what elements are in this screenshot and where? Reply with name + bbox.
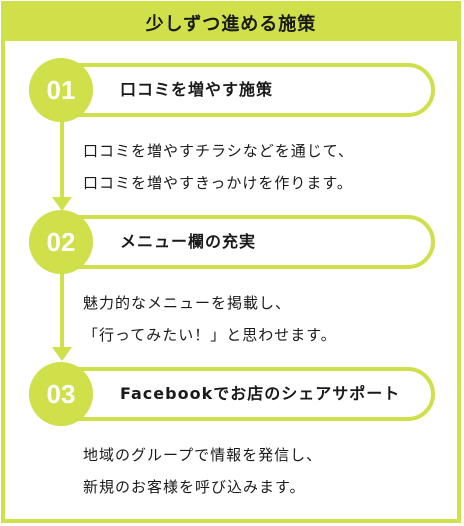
step-1-line-2: 口コミを増やすきっかけを作ります。: [83, 174, 353, 192]
step-1-description: 口コミを増やすチラシなどを通じて、 口コミを増やすきっかけを作ります。: [83, 135, 354, 199]
step-3-pill: [29, 367, 435, 421]
step-1-number: 01: [46, 74, 76, 105]
step-2-badge: 02: [29, 210, 93, 274]
step-3-badge: 03: [29, 362, 93, 426]
connector-line-2: [60, 273, 64, 353]
step-1-pill: [29, 63, 435, 117]
step-3-line-2: 新規のお客様を呼び込みます。: [83, 478, 306, 496]
step-3-title: Facebookでお店のシェアサポート: [120, 384, 401, 403]
step-2-description: 魅力的なメニューを掲載し、 「行ってみたい！」と思わせます。: [83, 287, 337, 351]
connector-line-1: [60, 121, 64, 203]
step-2-pill: [29, 215, 435, 269]
step-3-number: 03: [46, 378, 76, 409]
panel-header: 少しずつ進める施策: [5, 5, 457, 41]
step-2-line-2: 「行ってみたい！」と思わせます。: [83, 326, 337, 344]
step-3-description: 地域のグループで情報を発信し、 新規のお客様を呼び込みます。: [83, 439, 322, 503]
arrow-down-icon: [52, 347, 72, 361]
step-2-line-1: 魅力的なメニューを掲載し、: [83, 294, 292, 312]
arrow-down-icon: [52, 197, 72, 211]
step-3-line-1: 地域のグループで情報を発信し、: [83, 446, 323, 464]
step-1-title: 口コミを増やす施策: [120, 80, 274, 99]
step-1-badge: 01: [29, 58, 93, 122]
panel-title: 少しずつ進める施策: [145, 14, 317, 35]
step-1-line-1: 口コミを増やすチラシなどを通じて、: [83, 142, 354, 160]
step-2-number: 02: [46, 226, 76, 257]
step-2-title: メニュー欄の充実: [120, 232, 257, 251]
